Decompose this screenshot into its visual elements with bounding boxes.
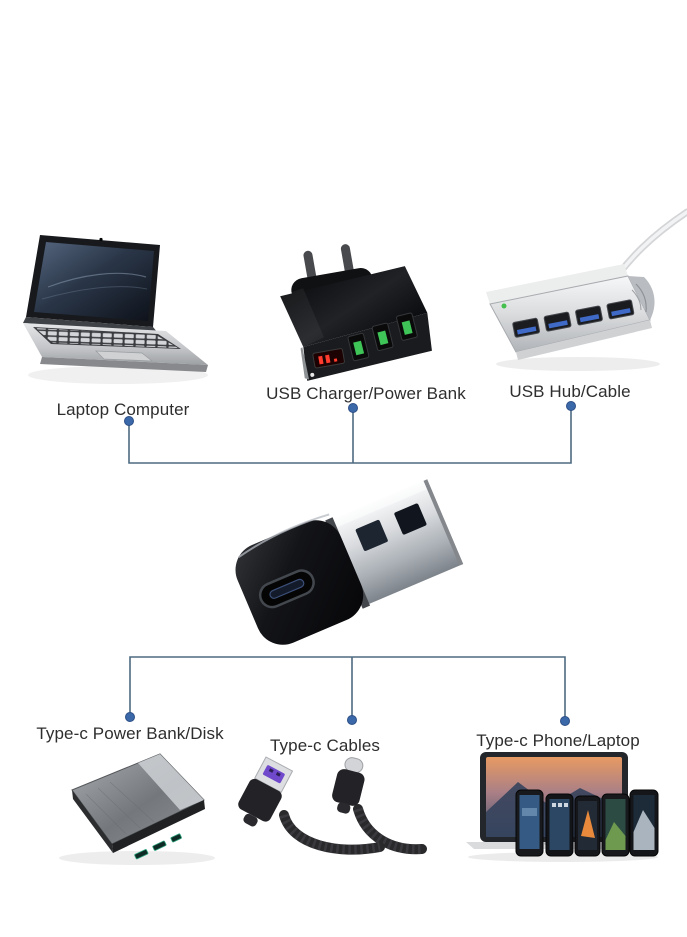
usb-c-connector (332, 757, 365, 814)
cables-illustration (238, 756, 427, 855)
laptop-computer-photo (18, 225, 213, 397)
connector-dot-cables (347, 715, 357, 725)
phone-laptop-illustration (466, 752, 659, 862)
laptop-computer-illustration (23, 235, 208, 384)
usb-charger-power-bank-photo (268, 240, 436, 381)
connector-dot-hub (566, 401, 576, 411)
label-type-c-cables: Type-c Cables (270, 736, 380, 755)
label-usb-charger-power-bank: USB Charger/Power Bank (266, 384, 466, 403)
connector-dot-charger (348, 403, 358, 413)
label-type-c-phone-laptop: Type-c Phone/Laptop (476, 731, 640, 750)
usb-charger-illustration (280, 244, 432, 381)
type-c-power-bank-disk-photo (42, 746, 215, 871)
bottom-connector-line (129, 656, 566, 717)
connector-dot-phone (560, 716, 570, 726)
usb-hub-illustration (486, 208, 687, 371)
usb-a-connector (238, 756, 294, 827)
label-laptop-computer: Laptop Computer (56, 400, 190, 419)
power-bank-illustration (59, 753, 215, 865)
phones (515, 789, 659, 857)
adapter-illustration (235, 479, 464, 645)
top-connector-line (128, 410, 572, 464)
label-type-c-power-bank-disk: Type-c Power Bank/Disk (36, 724, 224, 743)
type-c-cables-photo (238, 753, 427, 865)
type-c-phone-laptop-photo (458, 748, 663, 863)
usb-hub-cable-photo (478, 200, 687, 380)
connector-dot-powerbank (125, 712, 135, 722)
label-usb-hub-cable: USB Hub/Cable (509, 382, 631, 401)
usb-a-to-usb-c-adapter-photo (225, 462, 465, 657)
